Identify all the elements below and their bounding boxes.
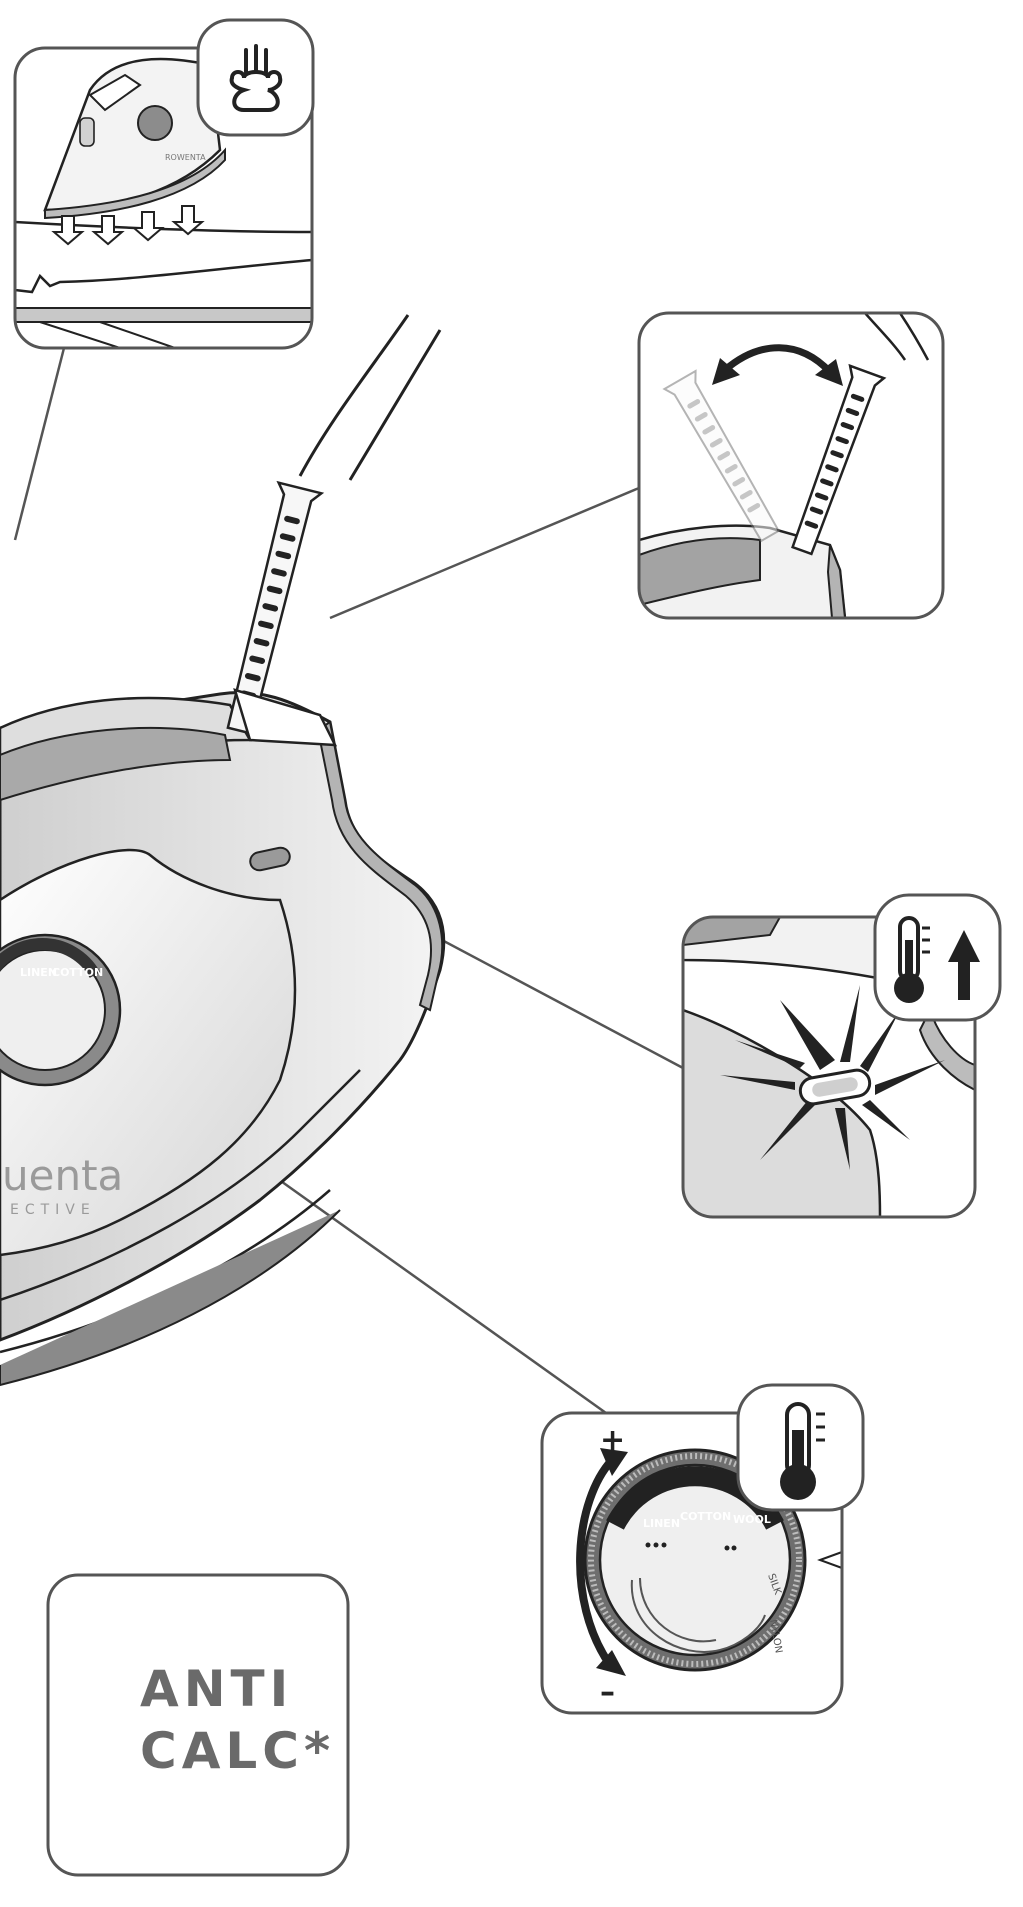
anticalc-line1: ANTI	[140, 1660, 293, 1718]
light-burst-icon	[720, 985, 945, 1170]
steam-icon	[196, 18, 315, 137]
main-sub-brand-text: ECTIVE	[10, 1202, 96, 1218]
main-dial-label-linen: LINEN	[20, 966, 57, 979]
steam-jets-icon	[51, 205, 205, 246]
rotate-arrow-icon	[576, 1448, 628, 1676]
main-brand-text: uenta	[2, 1151, 123, 1200]
handle-grip	[0, 726, 232, 802]
anticalc-line2: CALC*	[140, 1722, 335, 1780]
callout-line-cord	[329, 486, 640, 620]
panel-thermostat-dial: LINEN COTTON WOOL SILK NYLON + –	[540, 1383, 865, 1715]
dial-label-wool: WOOL	[733, 1513, 771, 1526]
panel-anticalc: ANTI CALC*	[46, 1573, 350, 1877]
steam-inset-brand: ROWENTA	[165, 153, 206, 162]
main-indicator-light	[249, 846, 291, 872]
main-dial-label-cotton: COTTON	[52, 966, 103, 979]
main-thermostat-dial: LINEN COTTON	[0, 933, 122, 1087]
main-cord	[298, 314, 442, 481]
main-iron: LINEN COTTON uenta ECTIVE	[0, 314, 446, 1387]
callout-line-steam	[13, 347, 66, 541]
dial-label-cotton: COTTON	[680, 1510, 731, 1523]
dial-minus-sign: –	[600, 1675, 615, 1710]
swivel-arrow-icon	[712, 344, 843, 386]
thermometer-icon	[736, 1383, 865, 1512]
panel-indicator-light	[681, 893, 1002, 1219]
panel-swivel-cord	[637, 311, 945, 620]
panel-steam-inset: ROWENTA	[13, 18, 315, 350]
dial-plus-sign: +	[600, 1423, 625, 1458]
thermometer-up-icon	[873, 893, 1002, 1022]
dial-label-linen: LINEN	[643, 1517, 680, 1530]
